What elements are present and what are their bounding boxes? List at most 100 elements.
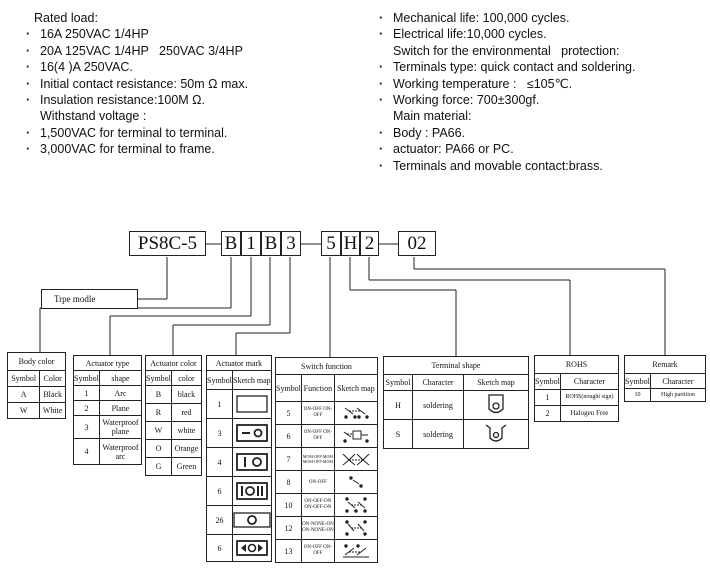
dpdt-center-off-switch-icon [333, 493, 379, 517]
spec-item: Terminals type: quick contact and solder… [379, 59, 636, 75]
dash-circle-mark-icon [231, 418, 272, 448]
table-title: Actuator mark [206, 355, 272, 371]
code-body-color: B [221, 231, 241, 256]
col-header: Function [300, 374, 335, 402]
col-header: Symbol [624, 373, 651, 389]
code-actuator-color: B [261, 231, 281, 256]
type-model-label: Trpe modle [41, 289, 138, 309]
spec-item: 3,000VAC for terminal to frame. [26, 141, 248, 157]
protection-heading: Switch for the environmental protection: [393, 43, 620, 58]
solder-terminal-notch-icon [463, 419, 529, 449]
rated-load-heading: Rated load: [34, 11, 98, 25]
spec-item: Working temperature : ≤105℃. [379, 76, 636, 92]
col-header: color [170, 370, 203, 386]
code-rohs: 2 [360, 231, 379, 256]
table-title: Terminal shape [383, 356, 529, 375]
spec-item: Mechanical life: 100,000 cycles. [379, 10, 636, 26]
circle-mark-icon [231, 505, 272, 535]
col-header: Symbol [383, 374, 413, 391]
code-model: PS8C-5 [129, 231, 206, 256]
col-header: Symbol [206, 370, 233, 390]
table-row: 1 [206, 389, 272, 419]
code-actuator-mark: 3 [281, 231, 301, 256]
spec-item: 1,500VAC for terminal to terminal. [26, 125, 248, 141]
col-header: Symbol [6, 370, 41, 387]
table-row: 6 [206, 534, 272, 562]
col-header: Sketch map [333, 374, 379, 402]
table-title: ROHS [534, 355, 619, 374]
material-heading: Main material: [393, 109, 472, 124]
dpst-lamp-switch-icon [333, 424, 379, 448]
specs-right: Mechanical life: 100,000 cycles. Electri… [379, 10, 636, 174]
table-row: 26 [206, 505, 272, 535]
code-remark: 02 [398, 231, 436, 256]
col-header: Symbol [73, 370, 100, 386]
dpdt-mom-switch-icon [333, 447, 379, 471]
spec-item: Body : PA66. [379, 125, 636, 141]
col-header: Character [412, 374, 464, 391]
spec-item: Insulation resistance:100M Ω. [26, 92, 248, 108]
withstand-heading: Withstand voltage : [40, 109, 147, 124]
table-title: Actuator type [73, 355, 142, 371]
col-header: Symbol [534, 373, 561, 390]
bar-circle-bars-mark-icon [231, 476, 272, 506]
spec-item: Electrical life:10,000 cycles. [379, 26, 636, 42]
col-header: Character [559, 373, 620, 390]
spst-switch-icon [333, 470, 379, 494]
col-header: Symbol [275, 374, 302, 402]
spec-item: actuator: PA66 or PC. [379, 141, 636, 157]
col-header: Sketch map [231, 370, 272, 390]
specs-left: Rated load: 16A 250VAC 1/4HP 20A 125VAC … [26, 10, 248, 158]
solder-terminal-hole-icon [463, 390, 529, 420]
spec-item: Initial contact resistance: 50m Ω max. [26, 76, 248, 92]
code-actuator-type: 1 [241, 231, 261, 256]
spec-item: 16A 250VAC 1/4HP [26, 26, 248, 42]
table-title: Actuator color [145, 355, 202, 371]
arrows-dot-mark-icon [231, 534, 272, 562]
spec-item: 16(4 )A 250VAC. [26, 59, 248, 75]
dpdt-switch-icon [333, 516, 379, 540]
dpst-switch-icon [333, 401, 379, 425]
col-header: Character [649, 373, 707, 389]
spec-item: 20A 125VAC 1/4HP 250VAC 3/4HP [26, 43, 248, 59]
table-title: Switch function [275, 357, 378, 375]
col-header: Sketch map [463, 374, 529, 391]
blank-mark-icon [231, 389, 272, 419]
table-row: 3 [206, 418, 272, 448]
code-switch-function: 5 [321, 231, 341, 256]
table-title: Body color [7, 352, 66, 371]
table-row: 6 [206, 476, 272, 506]
table-title: Remark [624, 355, 706, 374]
col-header: Symbol [145, 370, 172, 386]
spec-item: Terminals and movable contact:brass. [379, 158, 636, 174]
